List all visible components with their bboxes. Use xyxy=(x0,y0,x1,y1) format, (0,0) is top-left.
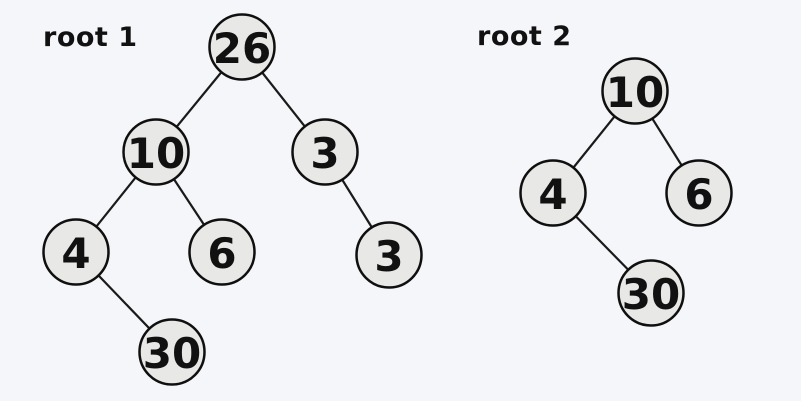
node-value: 3 xyxy=(310,129,339,178)
tree-node-30: 30 xyxy=(138,318,206,386)
tree-node-4: 4 xyxy=(42,218,110,286)
node-value: 30 xyxy=(622,270,680,319)
tree-node-3: 3 xyxy=(355,221,423,289)
tree-node-26: 26 xyxy=(208,13,276,81)
node-circle xyxy=(188,218,256,286)
node-value: 6 xyxy=(684,170,713,219)
node-circle xyxy=(122,118,190,186)
tree-node-6: 6 xyxy=(188,218,256,286)
node-circle xyxy=(291,118,359,186)
node-circle xyxy=(519,159,587,227)
tree-1-label: root 1 xyxy=(43,22,138,53)
tree-node-3: 3 xyxy=(291,118,359,186)
node-circle xyxy=(617,259,685,327)
tree-node-10: 10 xyxy=(122,118,190,186)
tree-node-6: 6 xyxy=(665,159,733,227)
node-value: 10 xyxy=(606,68,664,117)
node-value: 30 xyxy=(143,329,201,378)
tree-2-label: root 2 xyxy=(477,21,572,52)
node-value: 4 xyxy=(538,170,567,219)
node-circle xyxy=(601,57,669,125)
node-circle xyxy=(138,318,206,386)
tree-node-4: 4 xyxy=(519,159,587,227)
tree-node-30: 30 xyxy=(617,259,685,327)
node-value: 26 xyxy=(213,24,271,73)
node-circle xyxy=(355,221,423,289)
node-value: 3 xyxy=(374,232,403,281)
node-circle xyxy=(208,13,276,81)
node-value: 6 xyxy=(207,229,236,278)
tree-2: 10 4 6 30 xyxy=(519,57,733,327)
node-value: 10 xyxy=(127,129,185,178)
tree-1: 26 10 3 4 6 3 30 xyxy=(42,13,423,386)
node-value: 4 xyxy=(61,229,90,278)
tree-node-10: 10 xyxy=(601,57,669,125)
node-circle xyxy=(42,218,110,286)
node-circle xyxy=(665,159,733,227)
